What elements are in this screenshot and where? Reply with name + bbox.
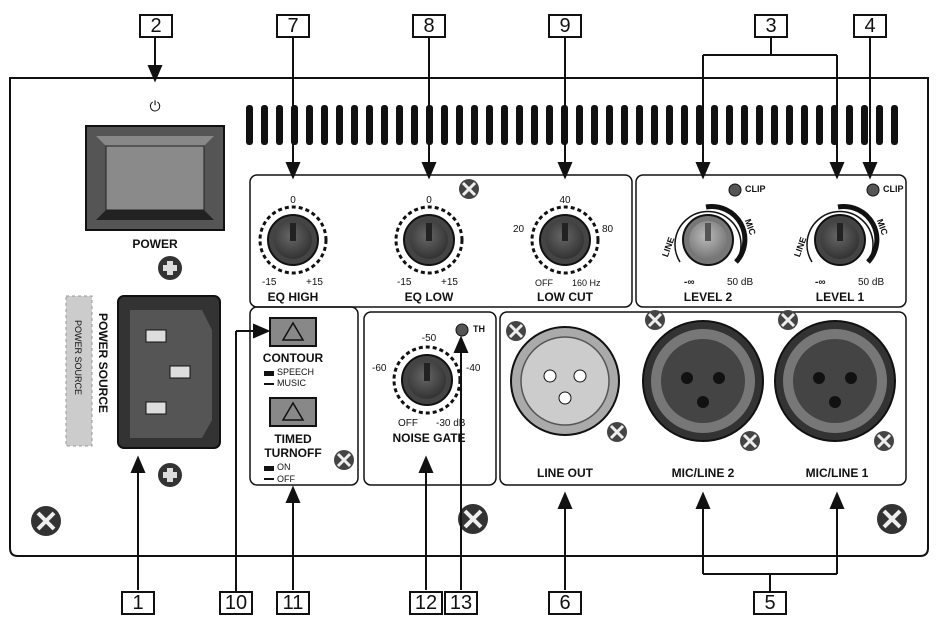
timed-turnoff-label-2: TURNOFF [264, 446, 322, 460]
noise-gate-max: -30 dB [436, 418, 466, 429]
callout-10: 10 [219, 591, 253, 615]
connector-section-frame [499, 311, 907, 486]
power-source-sticker [65, 295, 93, 447]
callout-6: 6 [548, 591, 582, 615]
line-out-label: LINE OUT [537, 466, 593, 480]
power-symbol-icon: ⏻ [149, 98, 161, 114]
noise-gate-right-mark: -40 [466, 363, 481, 374]
timed-turnoff-label-1: TIMED [274, 432, 312, 446]
level-2-knob[interactable] [674, 203, 748, 266]
eq-low-max: +15 [441, 277, 458, 288]
callout-12: 12 [409, 591, 443, 615]
noise-gate-min: OFF [398, 418, 418, 429]
iec-power-inlet [117, 295, 221, 449]
low-cut-max: 160 Hz [572, 278, 601, 288]
screw-cross-icon [877, 504, 907, 534]
eq-high-label: EQ HIGH [267, 290, 319, 304]
screw-cross-icon [458, 504, 488, 534]
eq-high-knob[interactable] [258, 205, 328, 275]
contour-switch[interactable] [269, 317, 317, 347]
clip-led-2 [728, 183, 742, 197]
level-2-min: -∞ [684, 277, 695, 288]
screw-cross-icon [506, 310, 894, 451]
power-label: POWER [132, 237, 178, 251]
threshold-led [455, 323, 469, 337]
eq-high-min: -15 [262, 277, 277, 288]
low-cut-min: OFF [535, 278, 553, 288]
clip-led-1 [866, 183, 880, 197]
level-1-label: LEVEL 1 [815, 290, 865, 304]
noise-gate-label: NOISE GATE [392, 431, 466, 445]
power-source-sticker-text: POWER SOURCE [73, 320, 83, 396]
callout-3: 3 [754, 14, 788, 38]
callout-5: 5 [753, 591, 787, 615]
callout-2: 2 [139, 14, 173, 38]
eq-low-knob[interactable] [394, 205, 464, 275]
noise-gate-top-mark: -50 [421, 333, 437, 344]
eq-low-min: -15 [397, 277, 412, 288]
callout-13: 13 [444, 591, 478, 615]
low-cut-left-mark: 20 [513, 224, 525, 235]
callout-9: 9 [548, 14, 582, 38]
noise-gate-section-frame [363, 311, 497, 486]
contour-option-speech: SPEECH [277, 367, 315, 377]
contour-section-frame [249, 306, 359, 486]
eq-low-label: EQ LOW [404, 290, 454, 304]
eq-high-max: +15 [306, 277, 323, 288]
level-1-min: -∞ [815, 277, 826, 288]
level-1-max: 50 dB [858, 277, 885, 288]
low-cut-top-mark: 40 [559, 195, 571, 206]
clip-1-label: CLIP [883, 184, 904, 194]
screw-cross-icon [31, 506, 61, 536]
low-cut-right-mark: 80 [602, 224, 614, 235]
callout-11: 11 [276, 591, 310, 615]
mic-line-2-label: MIC/LINE 2 [671, 466, 735, 480]
mic-line-2-connector[interactable] [642, 320, 764, 442]
mic-line-1-connector[interactable] [774, 320, 896, 442]
threshold-led-label: TH [473, 324, 485, 334]
callout-8: 8 [412, 14, 446, 38]
level-1-knob[interactable] [806, 203, 880, 266]
callout-7: 7 [276, 14, 310, 38]
contour-option-music: MUSIC [277, 378, 306, 388]
eq-section-frame [249, 174, 633, 308]
screw-cross-icon [334, 450, 354, 470]
level-section-frame [635, 174, 907, 308]
callout-4: 4 [853, 14, 887, 38]
callout-1: 1 [121, 591, 155, 615]
timed-turnoff-switch[interactable] [269, 397, 317, 427]
switch-position-icons [264, 371, 274, 480]
mic-line-1-label: MIC/LINE 1 [805, 466, 869, 480]
line-out-xlr-connector[interactable] [510, 326, 620, 436]
clip-2-label: CLIP [745, 184, 766, 194]
noise-gate-left-mark: -60 [372, 363, 387, 374]
callout-leader-lines [130, 37, 878, 592]
screw-plus-icon [158, 463, 182, 487]
contour-label: CONTOUR [262, 351, 324, 365]
timed-turnoff-option-on: ON [277, 462, 291, 472]
eq-low-top-mark: 0 [426, 195, 432, 206]
low-cut-label: LOW CUT [537, 290, 593, 304]
eq-high-top-mark: 0 [290, 195, 296, 206]
level-2-label: LEVEL 2 [683, 290, 733, 304]
power-source-label: POWER SOURCE [96, 313, 110, 414]
timed-turnoff-option-off: OFF [277, 474, 295, 484]
level-2-max: 50 dB [727, 277, 754, 288]
screw-cross-icon [459, 179, 479, 199]
screw-plus-icon [158, 256, 182, 280]
power-switch[interactable] [85, 125, 225, 231]
low-cut-knob[interactable] [530, 205, 600, 275]
